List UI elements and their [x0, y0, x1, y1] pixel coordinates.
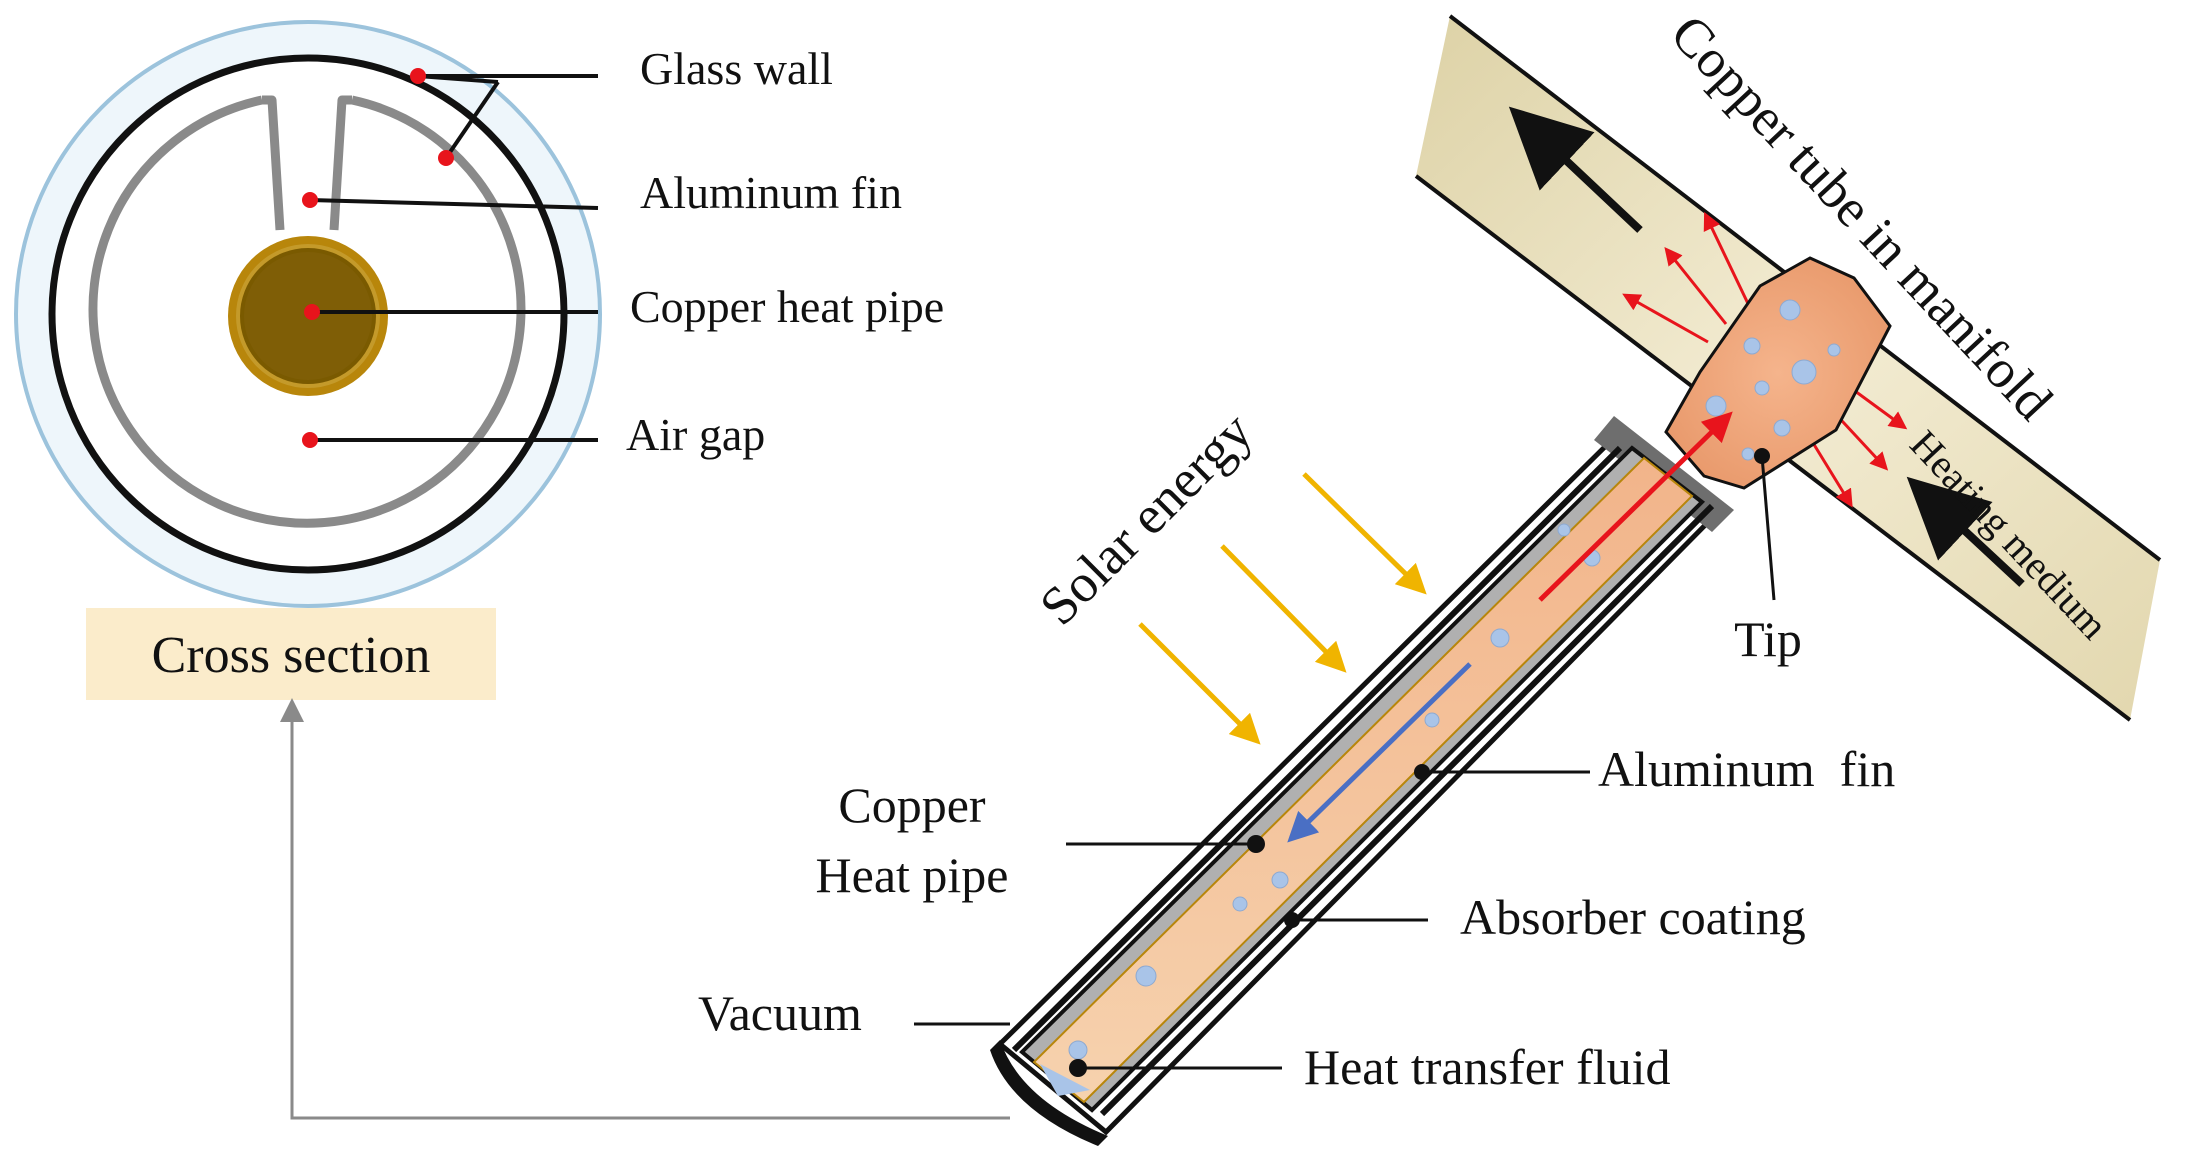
tube-leaders [914, 455, 1776, 1070]
label-air-gap: Air gap [626, 409, 765, 460]
dot-aluminum-fin-tube [1414, 764, 1430, 780]
manifold-flow-arrow-left [1508, 106, 1643, 233]
cross-section-caption-box [86, 608, 496, 700]
dot-aluminum-fin [302, 192, 318, 208]
dot-copper-heat-pipe [304, 304, 320, 320]
label-copper-heat-pipe-line1: Copper [838, 777, 986, 833]
vapor-rising-arrow [1538, 411, 1733, 602]
aluminum-fin-ring [88, 95, 526, 528]
label-solar-energy: Solar energy [1028, 401, 1264, 637]
dot-glass-wall-outer [410, 68, 426, 84]
heat-pipe-fluid [1032, 456, 1694, 1104]
dot-glass-wall-inner [438, 150, 454, 166]
tube-bottom-cap [990, 1040, 1108, 1146]
fin-slot [284, 92, 330, 106]
condenser-bubbles [1705, 299, 1841, 461]
label-absorber-coating: Absorber coating [1460, 889, 1806, 945]
manifold-flow-arrow-right [1906, 476, 2025, 587]
label-copper-heat-pipe-line2: Heat pipe [816, 847, 1009, 903]
dot-copper-heat-pipe-tube [1247, 835, 1265, 853]
label-aluminum-fin-cs: Aluminum fin [640, 167, 902, 218]
label-copper-heat-pipe-cs: Copper heat pipe [630, 281, 944, 332]
dot-air-gap [302, 432, 318, 448]
cross-section-caption: Cross section [152, 627, 431, 684]
heat-pipe-bubbles [1068, 523, 1601, 1060]
dot-tip [1754, 448, 1770, 464]
fluid-pool [1040, 1064, 1090, 1096]
label-glass-wall: Glass wall [640, 43, 833, 94]
dot-absorber-coating [1284, 912, 1300, 928]
dot-heat-transfer-fluid [1069, 1059, 1087, 1077]
label-heat-transfer-fluid: Heat transfer fluid [1304, 1039, 1671, 1095]
aluminum-fin-stem [262, 95, 352, 231]
solar-energy-arrows [1138, 472, 1427, 745]
evacuated-tube: Solar energy Tip Aluminum fin Copper Hea… [698, 401, 1895, 1146]
cross-section-leaders [309, 74, 599, 442]
cross-section: Glass wall Aluminum fin Copper heat pipe… [14, 20, 1010, 1120]
label-vacuum: Vacuum [698, 985, 862, 1041]
label-tip: Tip [1734, 611, 1802, 667]
condensate-falling-arrow [1287, 662, 1472, 843]
cross-section-connector [280, 698, 1010, 1120]
label-aluminum-fin-tube: Aluminum fin [1598, 741, 1895, 797]
